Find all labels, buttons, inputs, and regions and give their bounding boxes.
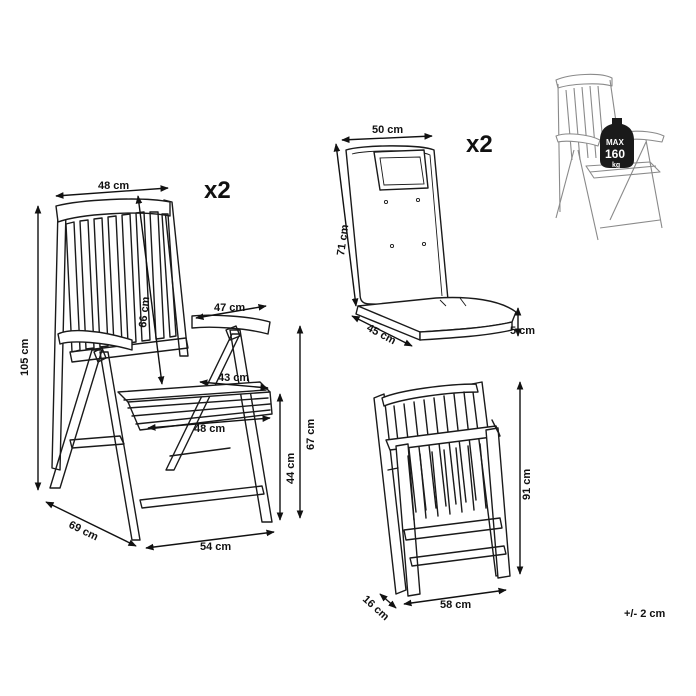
cushion-dimension-lines bbox=[333, 132, 522, 347]
cushion-thickness-label: 5 cm bbox=[510, 325, 535, 337]
seat-width-label: 48 cm bbox=[194, 423, 225, 435]
cushion-drawing bbox=[345, 145, 517, 341]
folded-width-label: 58 cm bbox=[440, 599, 471, 611]
seat-depth-label: 43 cm bbox=[218, 372, 249, 384]
chair-width-label: 54 cm bbox=[200, 541, 231, 553]
cushion-quantity: x2 bbox=[466, 131, 493, 158]
grey-backrest-slats bbox=[565, 85, 605, 161]
max-load-line1: MAX bbox=[606, 138, 624, 147]
total-height-label: 105 cm bbox=[19, 338, 31, 376]
folded-height-label: 91 cm bbox=[521, 469, 533, 500]
chair-quantity: x2 bbox=[204, 177, 231, 204]
cushion-width-label: 50 cm bbox=[372, 124, 403, 136]
chair-dimension-lines bbox=[34, 185, 304, 551]
folded-thickness-label: 16 cm bbox=[360, 593, 391, 623]
chair-depth-label: 69 cm bbox=[67, 519, 100, 544]
tolerance-note: +/- 2 cm bbox=[624, 608, 665, 620]
folded-seat-slats bbox=[407, 443, 487, 521]
chair-front-view bbox=[49, 198, 273, 541]
chair-dimension-labels: 48 cm 66 cm 105 cm 47 cm 43 cm 48 cm 44 … bbox=[19, 180, 317, 553]
folded-dimension-lines bbox=[379, 381, 524, 609]
seat-height-label: 44 cm bbox=[285, 453, 297, 484]
folded-chair-drawing bbox=[373, 381, 511, 597]
armrest-height-label: 67 cm bbox=[305, 419, 317, 450]
cushion-height-label: 71 cm bbox=[335, 224, 351, 257]
armrest-length-label: 47 cm bbox=[214, 302, 245, 314]
max-load-badge: MAX 160 kg bbox=[600, 118, 634, 169]
max-load-line2: 160 bbox=[605, 147, 625, 161]
backrest-height-label: 66 cm bbox=[137, 296, 152, 328]
max-load-line3: kg bbox=[612, 162, 620, 169]
backrest-width-label: 48 cm bbox=[98, 180, 129, 192]
